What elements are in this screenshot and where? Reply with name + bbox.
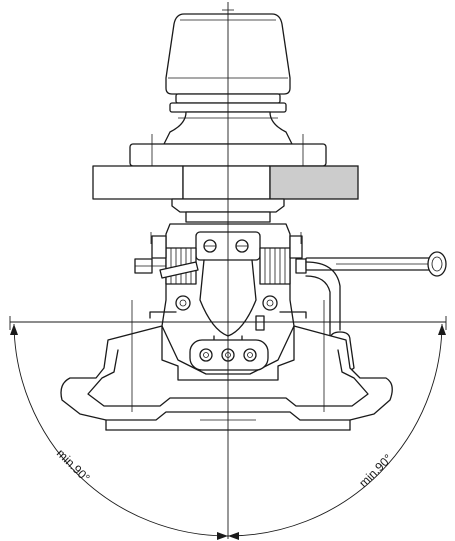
angle-label-left: min.90° <box>54 446 93 485</box>
mounting-plate <box>92 165 359 200</box>
right-ribbed-cylinder <box>259 247 291 285</box>
right-arc-arrow-top <box>438 324 446 335</box>
left-ribbed-cylinder <box>159 247 199 285</box>
side-fittings <box>134 232 307 274</box>
arc-arrow-bottom-left <box>217 532 228 540</box>
base-housing <box>60 300 393 431</box>
right-angle-arc <box>227 323 443 537</box>
angle-dimension <box>9 316 447 540</box>
left-arc-arrow-top <box>10 324 18 335</box>
left-angle-arc <box>13 323 229 537</box>
arc-arrow-bottom-right <box>228 532 239 540</box>
angle-label-right: min.90° <box>356 451 395 490</box>
highlighted-plate-section <box>269 165 359 200</box>
